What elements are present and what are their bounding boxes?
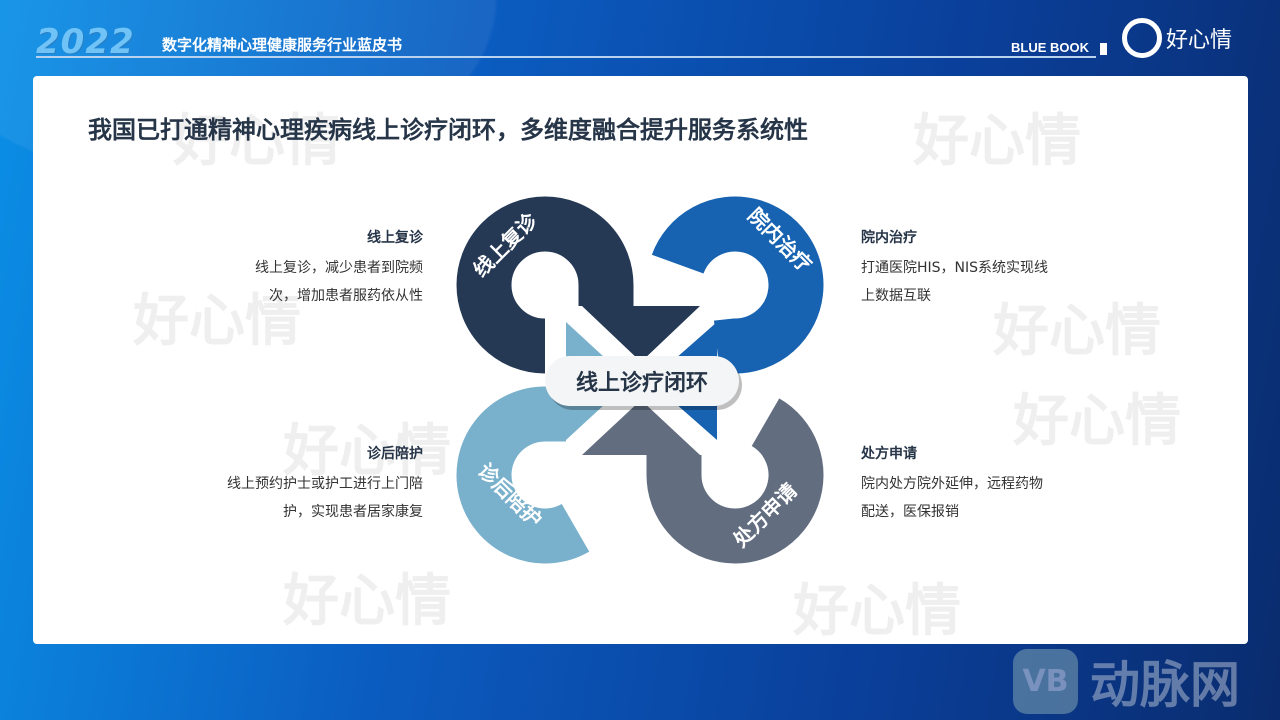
desc-line: 次，增加患者服药依从性 — [269, 288, 423, 304]
desc-line: 线上复诊，减少患者到院频 — [255, 260, 423, 276]
arrowhead — [582, 400, 700, 455]
watermark: 好心情 — [283, 419, 451, 484]
desc-heading: 线上复诊 — [367, 230, 423, 246]
desc-aftercare: 诊后陪护 线上预约护士或护工进行上门陪 护，实现患者居家康复 — [173, 440, 423, 526]
desc-heading: 处方申请 — [861, 446, 917, 462]
ring-online-revisit — [452, 192, 703, 378]
header-divider — [36, 56, 1096, 58]
ring-arc — [456, 386, 590, 564]
blue-book-mark — [1100, 43, 1107, 55]
vb-logo-icon: VB — [1013, 648, 1078, 714]
watermark: 好心情 — [793, 579, 961, 644]
desc-line: 打通医院HIS，NIS系统实现线 — [861, 260, 1049, 276]
desc-line: 上数据互联 — [861, 288, 931, 304]
desc-prescription: 处方申请 院内处方院外延伸，远程药物 配送，医保报销 — [861, 440, 1111, 526]
desc-in-hospital: 院内治疗 打通医院HIS，NIS系统实现线 上数据互联 — [861, 224, 1111, 310]
ring-arc — [651, 196, 824, 376]
ring-arc — [456, 196, 634, 374]
year-label: 2022 — [36, 22, 135, 62]
center-label: 线上诊疗闭环 — [576, 370, 708, 396]
center-label-pill: 线上诊疗闭环 — [545, 356, 742, 410]
desc-line: 院内处方院外延伸，远程药物 — [861, 476, 1043, 492]
page-title: 我国已打通精神心理疾病线上诊疗闭环，多维度融合提升服务系统性 — [88, 116, 808, 144]
watermark: 好心情 — [173, 109, 341, 174]
heart-icon — [1122, 18, 1162, 58]
watermark: 好心情 — [133, 289, 301, 354]
brand-logo: 好心情 — [1122, 18, 1232, 58]
watermark: 好心情 — [993, 299, 1161, 364]
dongmai-watermark: VB 动脉网 — [1013, 645, 1240, 717]
watermark: 好心情 — [1013, 389, 1181, 454]
arrowhead — [582, 306, 700, 362]
desc-heading: 诊后陪护 — [367, 446, 423, 462]
desc-line: 配送，医保报销 — [861, 504, 959, 520]
desc-line: 护，实现患者居家康复 — [283, 504, 423, 520]
blue-book-label: BLUE BOOK — [1011, 40, 1089, 55]
desc-heading: 院内治疗 — [861, 230, 917, 246]
report-subtitle: 数字化精神心理健康服务行业蓝皮书 — [162, 36, 403, 54]
ring-prescription — [579, 394, 828, 568]
ring-arc — [646, 398, 824, 564]
watermark: 好心情 — [283, 569, 451, 634]
watermark: 好心情 — [913, 109, 1081, 174]
desc-online-revisit: 线上复诊 线上复诊，减少患者到院频 次，增加患者服药依从性 — [173, 224, 423, 310]
logo-text: 好心情 — [1166, 28, 1233, 53]
brand-text: 动脉网 — [1090, 656, 1240, 714]
desc-line: 线上预约护士或护工进行上门陪 — [227, 476, 423, 492]
